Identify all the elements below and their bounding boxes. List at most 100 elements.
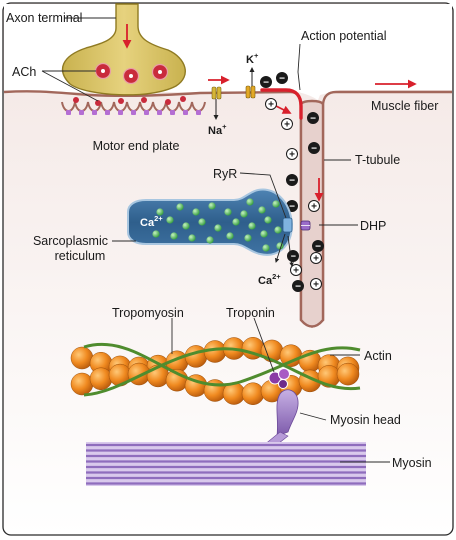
calcium-ion bbox=[170, 232, 178, 240]
plus-sign: + bbox=[313, 280, 319, 291]
negative-charge bbox=[276, 72, 288, 84]
myosin-head bbox=[276, 389, 299, 437]
actin-monomer bbox=[336, 362, 360, 386]
plus-sign: + bbox=[268, 100, 274, 111]
calcium-ion bbox=[152, 230, 160, 238]
plus-sign: + bbox=[311, 202, 317, 213]
calcium-ion bbox=[208, 202, 216, 210]
myosin-label: Myosin bbox=[392, 456, 432, 470]
minus-sign: − bbox=[315, 242, 321, 253]
calcium-ion bbox=[226, 232, 234, 240]
actin-monomer bbox=[89, 367, 113, 391]
motor-end-plate-label: Motor end plate bbox=[93, 139, 180, 153]
ach-receptor bbox=[66, 110, 71, 115]
negative-charge bbox=[286, 174, 298, 186]
myosin-body bbox=[86, 442, 366, 486]
ach-receptor bbox=[105, 110, 110, 115]
ach-receptor bbox=[79, 110, 84, 115]
calcium-ion bbox=[198, 218, 206, 226]
calcium-ion bbox=[260, 230, 268, 238]
plus-sign: + bbox=[313, 254, 319, 265]
reticulum-label: reticulum bbox=[55, 249, 106, 263]
myosin-thick-filament bbox=[86, 442, 366, 486]
calcium-stores bbox=[152, 198, 284, 252]
calcium-ion bbox=[272, 200, 280, 208]
ryr-receptor bbox=[282, 217, 293, 233]
ach-receptor bbox=[131, 110, 136, 115]
na-channel bbox=[211, 86, 222, 100]
calcium-ion bbox=[224, 208, 232, 216]
plus-sign: + bbox=[289, 150, 295, 161]
calcium-ion bbox=[156, 208, 164, 216]
minus-sign: − bbox=[279, 74, 285, 85]
negative-charge bbox=[260, 76, 272, 88]
calcium-ion bbox=[262, 244, 270, 252]
calcium-ion bbox=[248, 222, 256, 230]
positive-charge bbox=[290, 264, 302, 276]
positive-charge bbox=[265, 98, 277, 110]
positive-charge bbox=[308, 200, 320, 212]
na-ion-label: Na+ bbox=[208, 122, 227, 137]
actin-label: Actin bbox=[364, 349, 392, 363]
troponin-label: Troponin bbox=[226, 306, 275, 320]
actin-monomer bbox=[70, 346, 94, 370]
k-ion-label: K+ bbox=[246, 51, 259, 66]
plus-sign: + bbox=[284, 120, 290, 131]
calcium-ion bbox=[274, 226, 282, 234]
motor-end-plate-folds bbox=[61, 101, 206, 115]
muscle-fiber-label: Muscle fiber bbox=[371, 99, 438, 113]
ca-sr-label: Ca2+ bbox=[140, 214, 163, 229]
action-potential-label: Action potential bbox=[301, 29, 386, 43]
actin-monomer bbox=[241, 382, 265, 405]
dhp-receptor bbox=[300, 220, 311, 231]
k-channel bbox=[245, 85, 256, 99]
ach-receptor bbox=[170, 110, 175, 115]
ach-label: ACh bbox=[12, 65, 36, 79]
t-tubule-label: T-tubule bbox=[355, 153, 400, 167]
ryr-label: RyR bbox=[213, 167, 237, 181]
calcium-ion bbox=[258, 206, 266, 214]
calcium-ion bbox=[232, 218, 240, 226]
calcium-ion bbox=[214, 224, 222, 232]
negative-charge bbox=[307, 112, 319, 124]
plus-sign: + bbox=[293, 266, 299, 277]
ach-receptor bbox=[144, 110, 149, 115]
calcium-ion bbox=[188, 234, 196, 242]
ach-vesicles bbox=[94, 62, 169, 85]
positive-charge bbox=[286, 148, 298, 160]
t-tubule-lumen bbox=[299, 99, 325, 328]
ca-release-label: Ca2+ bbox=[258, 272, 281, 287]
actin-monomer bbox=[70, 372, 94, 396]
sarcoplasmic-label: Sarcoplasmic bbox=[33, 234, 108, 248]
ach-receptor bbox=[157, 110, 162, 115]
calcium-ion bbox=[240, 210, 248, 218]
minus-sign: − bbox=[290, 252, 296, 263]
action-potential-trail bbox=[260, 88, 303, 120]
minus-sign: − bbox=[289, 176, 295, 187]
myosin-head-label: Myosin head bbox=[330, 413, 401, 427]
minus-sign: − bbox=[289, 202, 295, 213]
ach-receptor bbox=[183, 110, 188, 115]
positive-charge bbox=[310, 278, 322, 290]
minus-sign: − bbox=[310, 114, 316, 125]
tropomyosin-strand-a bbox=[83, 342, 361, 387]
minus-sign: − bbox=[311, 144, 317, 155]
calcium-release-arrows bbox=[274, 233, 294, 267]
tropomyosin-label: Tropomyosin bbox=[112, 306, 184, 320]
negative-charge bbox=[292, 280, 304, 292]
negative-charge bbox=[312, 240, 324, 252]
negative-charge bbox=[308, 142, 320, 154]
calcium-ion bbox=[246, 198, 254, 206]
minus-sign: − bbox=[295, 282, 301, 293]
ach-receptor bbox=[92, 110, 97, 115]
positive-charge bbox=[310, 252, 322, 264]
positive-charge bbox=[281, 118, 293, 130]
ach-receptor bbox=[196, 110, 201, 115]
calcium-ion bbox=[206, 236, 214, 244]
calcium-ion bbox=[264, 216, 272, 224]
axon-terminal-label: Axon terminal bbox=[6, 11, 82, 25]
minus-sign: − bbox=[263, 78, 269, 89]
